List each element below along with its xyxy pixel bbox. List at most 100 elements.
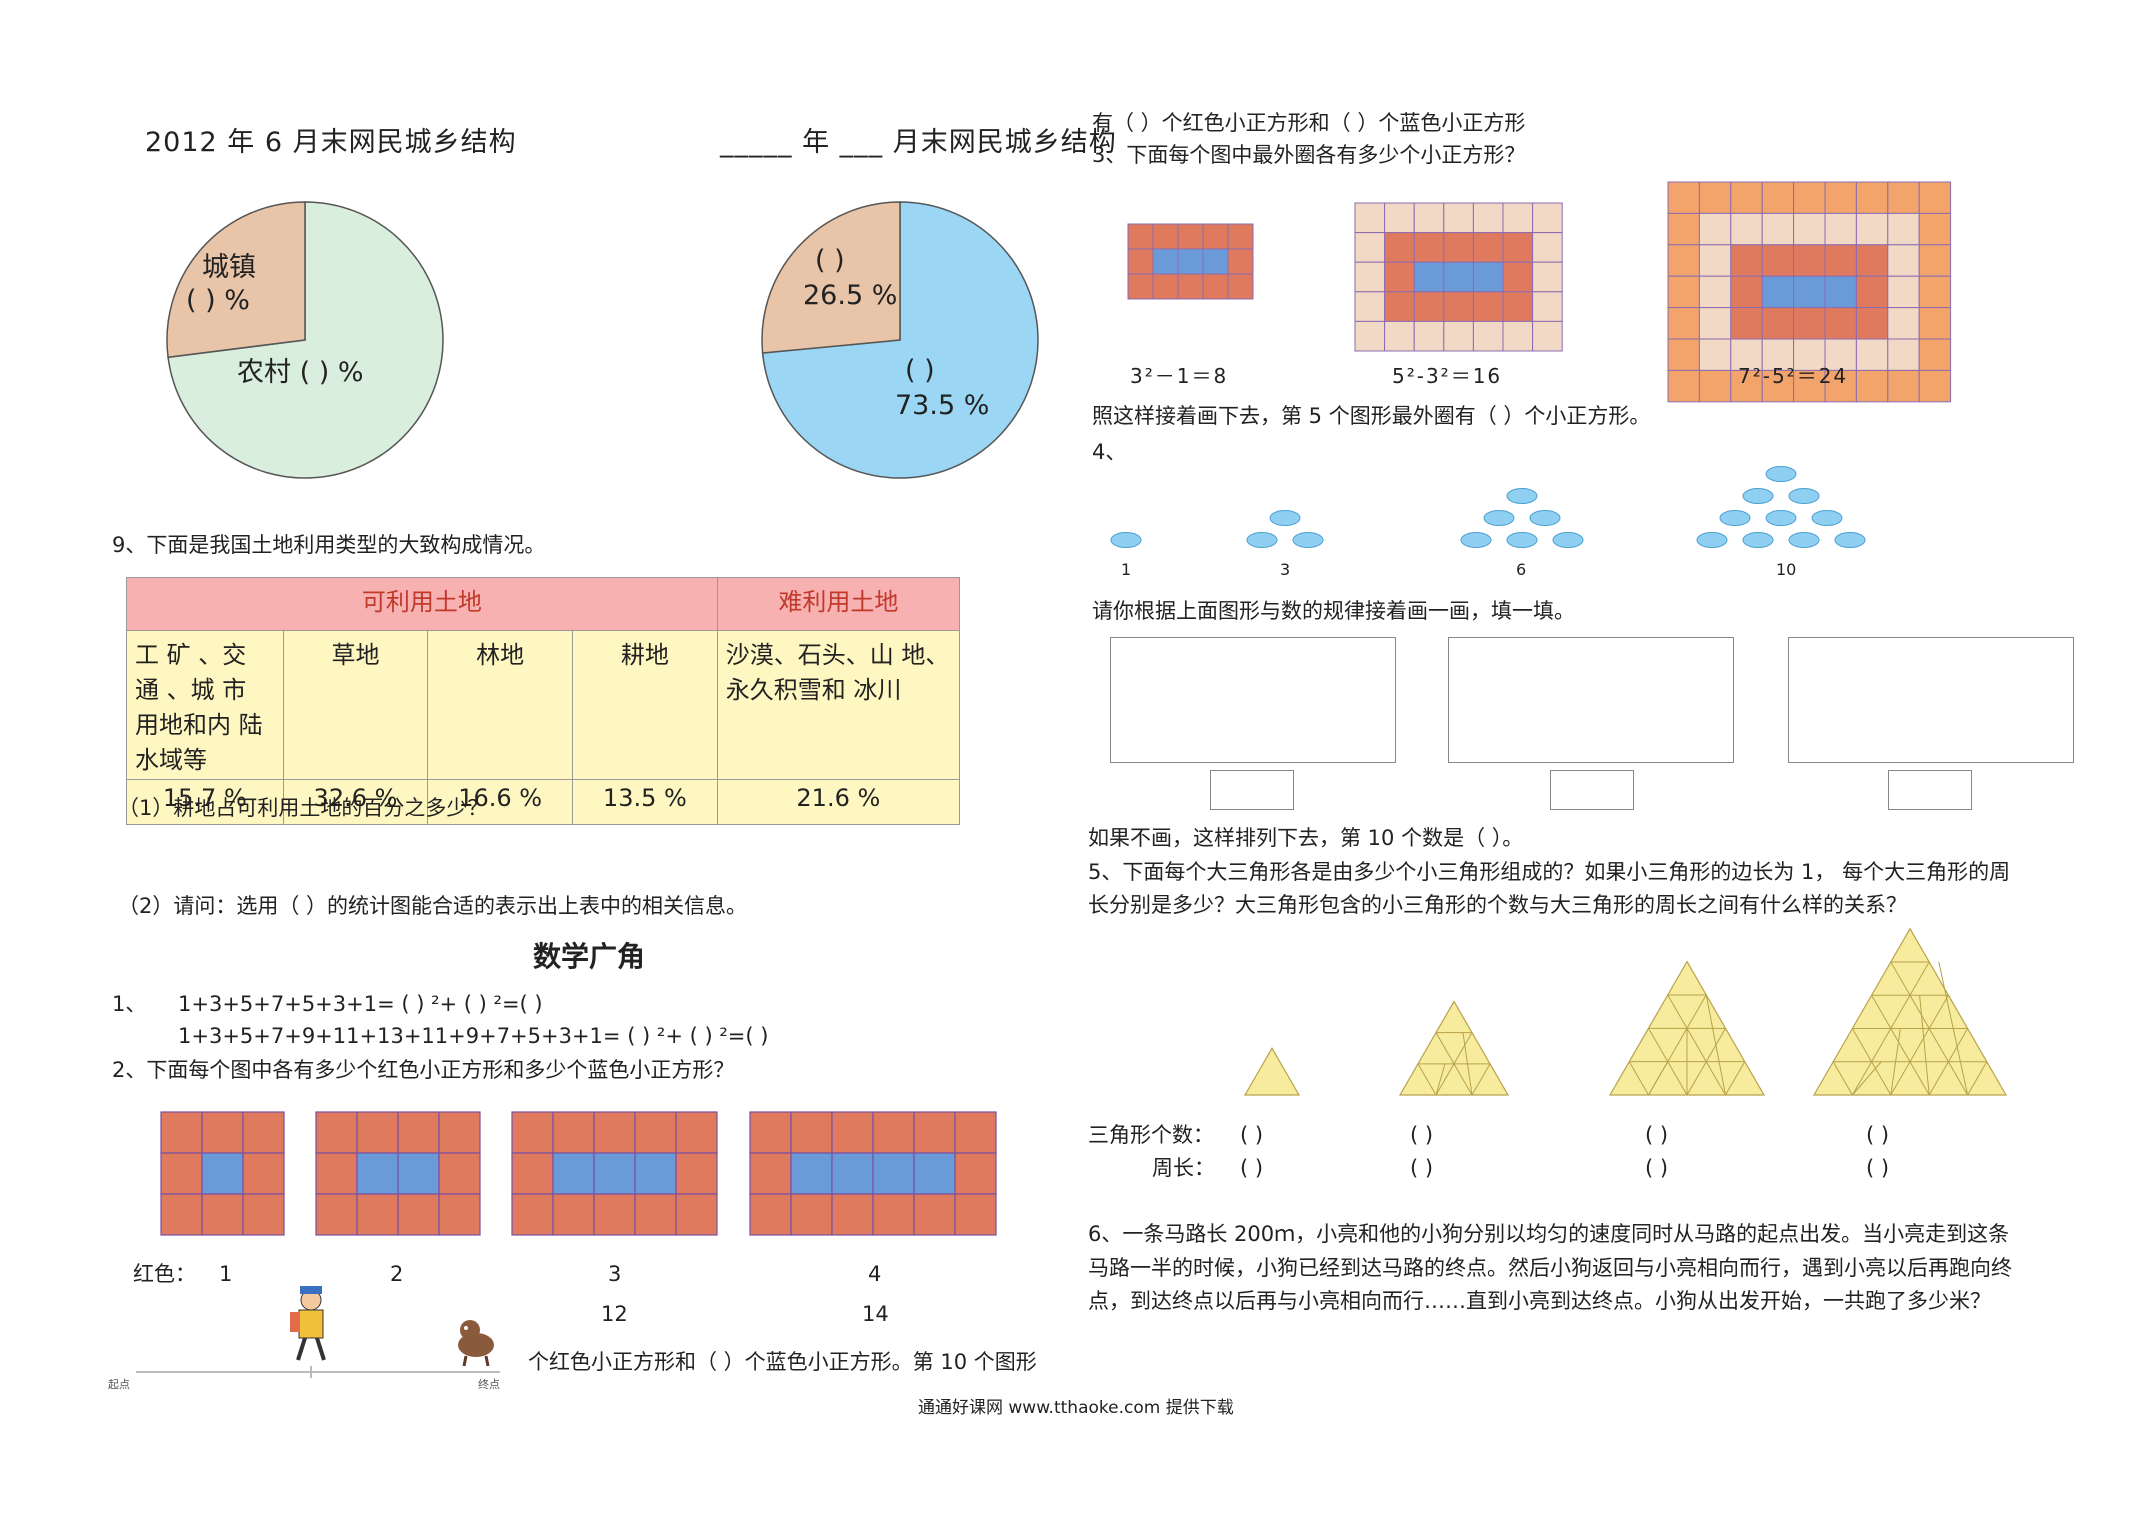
blue-square <box>201 1152 244 1195</box>
red-count: 3 <box>608 1262 622 1286</box>
cat-cell: 草地 <box>282 630 429 780</box>
q4-num: 4、 <box>1092 440 1127 464</box>
drawing-box[interactable] <box>1448 637 1734 763</box>
cat-cell: 林地 <box>427 630 574 780</box>
grid-square <box>1855 275 1889 309</box>
grid-square <box>1227 248 1254 275</box>
pct-cell: 13.5 % <box>572 779 718 825</box>
q5-text2: 长分别是多少？大三角形包含的小三角形的个数与大三角形的周长之间有什么样的关系？ <box>1088 893 1907 917</box>
pie1-town-label: 城镇 <box>202 252 256 283</box>
red-square <box>913 1111 956 1154</box>
triangle-gridline <box>1851 1028 1892 1096</box>
red-square <box>242 1193 285 1236</box>
triangle-gridline <box>1871 994 1930 1096</box>
grid-square <box>1127 273 1154 300</box>
ellipse-dot <box>1834 532 1866 548</box>
blue-square <box>356 1152 399 1195</box>
grid-square <box>1532 320 1563 352</box>
q6-line3: 点，到达终点以后再与小亮相向而行……直到小亮到达终点。小狗从出发开始，一共跑了多… <box>1088 1289 1991 1313</box>
red-square <box>160 1111 203 1154</box>
red-square <box>749 1193 792 1236</box>
grid-square <box>1855 369 1889 403</box>
ellipse-dot <box>1696 532 1728 548</box>
triangle-gridline <box>1725 1061 1746 1096</box>
q4-count: 1 <box>1121 560 1132 579</box>
q4-count: 6 <box>1516 560 1527 579</box>
grid-square <box>1824 275 1857 309</box>
grid-square <box>1698 244 1732 277</box>
drawing-box[interactable] <box>1110 637 1396 763</box>
red-square <box>397 1111 440 1154</box>
q6-line1: 6、一条马路长 200ｍ，小亮和他的小狗分别以均匀的速度同时从马路的起点出发。当… <box>1088 1222 2010 1246</box>
grid-square <box>1127 248 1154 275</box>
grid-square <box>1502 320 1534 352</box>
header-usable: 可利用土地 <box>126 577 718 631</box>
red-square <box>552 1111 595 1154</box>
blank: ( ) <box>1645 1156 1669 1180</box>
q3-follow: 照这样接着画下去，第 5 个图形最外圈有（ ）个小正方形。 <box>1092 404 1651 428</box>
grid-square <box>1202 248 1229 275</box>
grid-square <box>1698 212 1732 246</box>
grid-square <box>1177 223 1204 250</box>
grid-square <box>1667 181 1700 214</box>
grid-square <box>1667 244 1700 277</box>
red-square <box>356 1111 399 1154</box>
large-triangle <box>1243 1047 1301 1096</box>
grid-square <box>1698 369 1732 403</box>
drawing-box[interactable] <box>1788 637 2074 763</box>
end-label: 终点 <box>478 1378 500 1391</box>
triangle-gridline <box>1667 994 1726 1096</box>
grid-square <box>1443 202 1474 234</box>
grid-square <box>1472 320 1504 352</box>
pie-slice <box>761 201 901 354</box>
triangle-gridline <box>1471 1063 1491 1096</box>
q4-follow: 如果不画，这样排列下去，第 10 个数是（ ）。 <box>1088 826 1524 850</box>
triangle-gridline <box>1890 994 1949 1096</box>
grid-square <box>1354 291 1386 322</box>
boy-icon <box>290 1286 326 1361</box>
grid-square <box>1443 320 1474 352</box>
blue-square <box>593 1152 636 1195</box>
dog-icon <box>458 1320 494 1367</box>
grid-square <box>1152 223 1179 250</box>
q5-text1: 5、下面每个大三角形各是由多少个小三角形组成的？如果小三角形的边长为 1， 每个… <box>1088 860 2011 884</box>
cat-cell: 耕地 <box>572 630 718 780</box>
pie-chart-1 <box>166 201 444 479</box>
grid-square <box>1472 291 1504 322</box>
ellipse-dot <box>1483 510 1515 526</box>
section-title: 数学广角 <box>533 940 646 973</box>
answer-box[interactable] <box>1550 770 1634 810</box>
grid-square <box>1918 181 1952 214</box>
grid-square <box>1730 307 1763 340</box>
pie2-a-blank: ( ) <box>815 245 845 276</box>
q6-line2: 马路一半的时候，小狗已经到达马路的终点。然后小狗返回与小亮相向而行，遇到小亮以后… <box>1088 1256 2012 1280</box>
ellipse-dot <box>1719 510 1751 526</box>
q1-line1: 1+3+5+7+5+3+1= ( ) ²+ ( ) ²=( ) <box>178 992 543 1016</box>
grid-square <box>1532 291 1563 322</box>
answer-box[interactable] <box>1210 770 1294 810</box>
pie-chart-2 <box>761 201 1039 479</box>
red-count: 2 <box>390 1262 404 1286</box>
triangle-gridline <box>1648 1028 1688 1096</box>
grid-square <box>1177 273 1204 300</box>
q3-text: 3、下面每个图中最外圈各有多少个小正方形？ <box>1092 143 1526 167</box>
red-square <box>397 1193 440 1236</box>
footer: 通通好课网 www.tthaoke.com 提供下载 <box>918 1398 1234 1418</box>
red-square <box>954 1193 997 1236</box>
cat-cell: 沙漠、石头、山 地、永久积雪和 冰川 <box>716 630 961 780</box>
land-use-table: 可利用土地 难利用土地 工 矿 、交 通 、城 市 用地和内 陆水域等 草地 林… <box>126 577 961 825</box>
header-hard: 难利用土地 <box>716 577 961 631</box>
answer-box[interactable] <box>1888 770 1972 810</box>
red-square <box>675 1193 718 1236</box>
cat-cell: 工 矿 、交 通 、城 市 用地和内 陆水域等 <box>126 630 284 780</box>
red-square <box>634 1193 677 1236</box>
red-count: 1 <box>219 1262 233 1286</box>
grid-square <box>1472 261 1504 293</box>
blue-square <box>831 1152 874 1195</box>
grid-square <box>1761 244 1795 277</box>
q4-instruction: 请你根据上面图形与数的规律接着画一画，填一填。 <box>1092 599 1575 623</box>
q1-line2: 1+3+5+7+9+11+13+11+9+7+5+3+1= ( ) ²+ ( )… <box>178 1024 769 1048</box>
grid-square <box>1698 275 1732 309</box>
red-square <box>511 1111 554 1154</box>
q3-formula: 3²－1＝8 <box>1130 364 1229 388</box>
